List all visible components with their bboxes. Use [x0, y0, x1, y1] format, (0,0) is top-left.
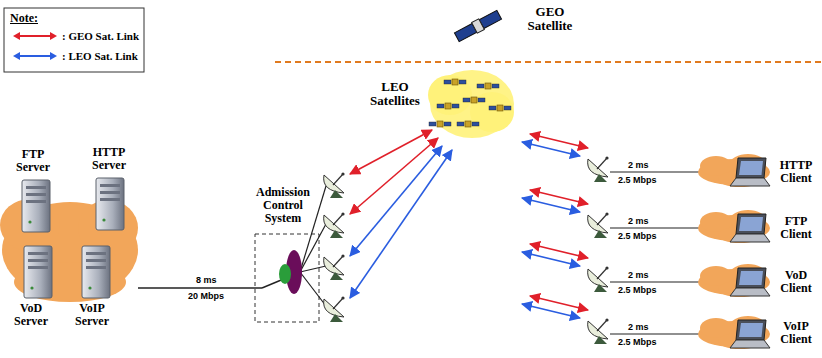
- delay-label: 8 ms: [196, 275, 217, 285]
- bandwidth-label: 2.5 Mbps: [618, 337, 657, 347]
- admission-control-system: Admission Control System: [248, 186, 318, 225]
- node-text: FTP Client: [774, 215, 818, 241]
- ground-dish: [324, 296, 345, 322]
- client-label: FTP Client: [774, 215, 818, 241]
- bandwidth-label: 2.5 Mbps: [618, 231, 657, 241]
- node-text: VoD Client: [774, 269, 818, 295]
- node-text: GEO Satellite: [518, 5, 582, 33]
- node-text: HTTP Client: [774, 159, 818, 185]
- server-label: VoIP Server: [62, 302, 122, 328]
- node-text: VoIP Server: [62, 302, 122, 328]
- delay-label: 2 ms: [628, 322, 649, 332]
- laptop-icon: [730, 214, 770, 242]
- delay-label: 2 ms: [628, 216, 649, 226]
- client-label: HTTP Client: [774, 159, 818, 185]
- ground-dish: [324, 172, 345, 198]
- client-cloud: [698, 264, 770, 297]
- satellite-label: LEO Satellites: [364, 80, 426, 108]
- legend-box: [4, 8, 144, 72]
- voip-server-icon: [82, 246, 110, 298]
- legend-heading: Note:: [10, 11, 38, 26]
- node-text: LEO Satellites: [364, 80, 426, 108]
- ground-dish: [588, 318, 609, 344]
- delay-label: 2 ms: [628, 270, 649, 280]
- downlink-arrows: [522, 134, 588, 318]
- legend-row: : LEO Sat. Link: [12, 50, 138, 62]
- ground-dish: [324, 212, 345, 238]
- leo-satellite-cluster: [428, 70, 514, 138]
- ground-dish: [588, 266, 609, 292]
- laptop-icon: [730, 158, 770, 186]
- client-cloud: [698, 316, 770, 349]
- legend-row: : GEO Sat. Link: [12, 30, 139, 42]
- server-label: HTTP Server: [78, 146, 140, 172]
- leo-link-arrow: [350, 150, 452, 298]
- bandwidth-label: 20 Mbps: [188, 291, 224, 301]
- delay-label: 2 ms: [628, 160, 649, 170]
- ground-dish: [588, 156, 609, 182]
- legend-arrow-sample: [12, 30, 58, 42]
- node-text: HTTP Server: [78, 146, 140, 172]
- laptop-icon: [730, 268, 770, 296]
- client-links: [610, 172, 700, 334]
- http-server-icon: [96, 178, 124, 230]
- bandwidth-label: 2.5 Mbps: [618, 285, 657, 295]
- geo-satellite-icon: [454, 9, 502, 42]
- client-label: VoD Client: [774, 269, 818, 295]
- backbone-link: [138, 287, 262, 288]
- laptop-icon: [730, 320, 770, 348]
- bandwidth-label: 2.5 Mbps: [618, 175, 657, 185]
- ground-dish: [588, 212, 609, 238]
- legend-text: : LEO Sat. Link: [62, 50, 138, 62]
- geo-link-arrow: [350, 130, 432, 174]
- ground-dish: [324, 254, 345, 280]
- admission-device: [279, 264, 291, 284]
- ftp-server-icon: [22, 180, 50, 232]
- vod-server-icon: [24, 246, 52, 298]
- client-label: VoIP Client: [774, 320, 818, 346]
- node-text: VoIP Client: [774, 320, 818, 346]
- server-label: VoD Server: [4, 302, 58, 328]
- legend-text: : GEO Sat. Link: [62, 30, 139, 42]
- server-label: FTP Server: [6, 148, 60, 174]
- client-cloud: [698, 154, 770, 187]
- leo-link-arrow: [350, 146, 442, 256]
- node-text: Admission Control System: [248, 186, 318, 225]
- admission-boundary: [255, 234, 319, 322]
- node-text: VoD Server: [4, 302, 58, 328]
- node-text: FTP Server: [6, 148, 60, 174]
- satellite-label: GEO Satellite: [518, 5, 582, 33]
- dish-feeds: [300, 186, 326, 306]
- orbit-boundary: [275, 61, 822, 63]
- legend-arrow-sample: [12, 50, 58, 62]
- client-cloud: [698, 210, 770, 243]
